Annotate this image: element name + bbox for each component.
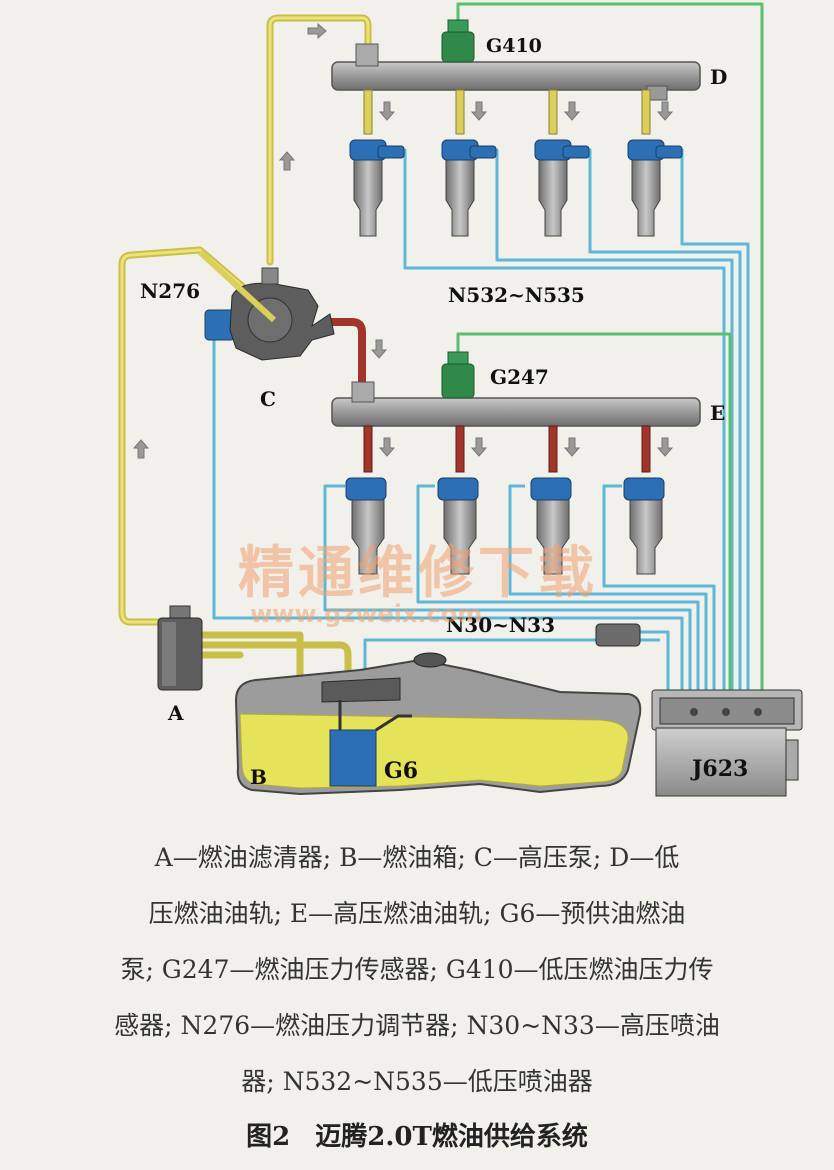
label-j623: J623 — [690, 756, 748, 782]
label-g410: G410 — [486, 35, 542, 57]
engine-control-unit — [651, 689, 803, 797]
label-c: C — [260, 387, 276, 411]
label-b: B — [250, 765, 267, 789]
high-pressure-line — [321, 318, 366, 394]
tank-sender — [595, 623, 641, 647]
watermark-url: www.gzweix.com — [250, 600, 482, 628]
label-n532-n535: N532~N535 — [448, 283, 585, 307]
label-n276: N276 — [140, 279, 200, 303]
sensor-wires — [456, 2, 764, 690]
figure-caption: 图2 迈腾2.0T燃油供给系统 — [0, 1116, 834, 1153]
caption-line-2: 压燃油油轨; E—高压燃油油轨; G6—预供油燃油 — [148, 899, 686, 928]
low-pressure-rail — [331, 43, 701, 101]
high-pressure-rail — [331, 381, 701, 427]
caption-line-1: A—燃油滤清器; B—燃油箱; C—高压泵; D—低 — [154, 843, 680, 872]
injector — [349, 89, 405, 237]
caption-line-5: 器; N532~N535—低压喷油器 — [241, 1067, 593, 1096]
label-g247: G247 — [490, 365, 549, 389]
injector — [441, 89, 497, 237]
fuel-system-diagram: G410 D N276 N532~N535 G247 C E N30~N33 A… — [118, 2, 803, 797]
injector — [437, 425, 479, 575]
caption-line-3: 泵; G247—燃油压力传感器; G410—低压燃油压力传 — [120, 955, 714, 984]
injector — [530, 425, 572, 575]
fuel-filter — [157, 605, 203, 691]
fuel-tank — [234, 652, 642, 796]
caption-line-4: 感器; N276—燃油压力调节器; N30~N33—高压喷油 — [114, 1011, 720, 1040]
high-pressure-pump — [197, 249, 335, 361]
label-e: E — [710, 401, 725, 425]
label-a: A — [167, 701, 184, 725]
injector — [534, 89, 590, 237]
label-g6: G6 — [384, 758, 418, 784]
g247-sensor — [441, 351, 475, 399]
figure-title: 迈腾2.0T燃油供给系统 — [315, 1122, 588, 1152]
low-pressure-injectors — [349, 89, 683, 237]
high-pressure-injectors — [345, 425, 665, 575]
injector — [627, 89, 683, 237]
watermark-cn: 精通维修下载 — [238, 541, 598, 606]
g410-sensor — [441, 19, 475, 63]
injector — [345, 425, 387, 575]
label-n30-n33: N30~N33 — [446, 613, 555, 637]
injector — [623, 425, 665, 575]
figure-number: 图2 — [246, 1122, 291, 1152]
label-d: D — [710, 65, 727, 89]
flow-arrows — [132, 22, 674, 459]
